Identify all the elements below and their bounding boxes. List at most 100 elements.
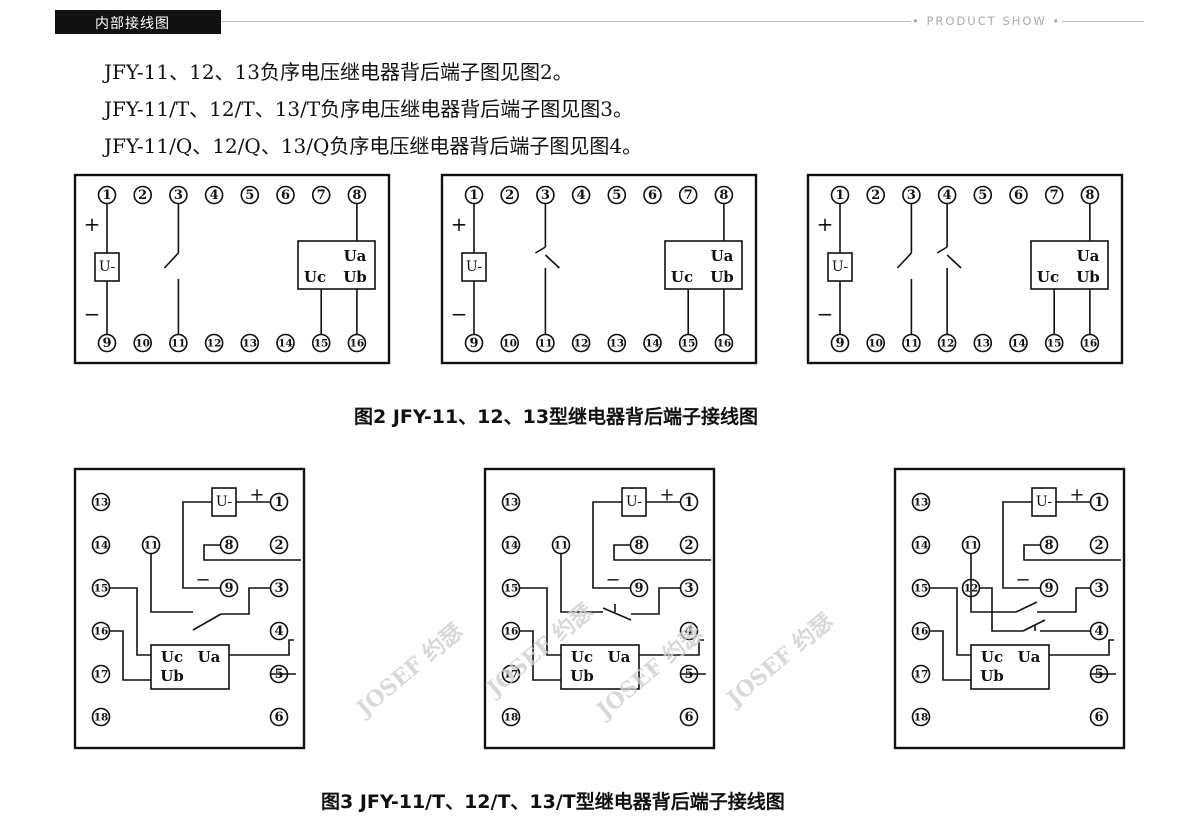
terminal-4-label: 4: [210, 188, 219, 203]
terminal-5-label: 5: [978, 188, 987, 203]
terminal-11-label: 11: [904, 338, 919, 350]
terminal-13-label: 13: [504, 497, 519, 509]
terminal-15-circle: [91, 578, 111, 598]
wire: [221, 587, 270, 615]
ub-label: Ub: [1076, 268, 1100, 286]
terminal-4-label: 4: [943, 188, 952, 203]
ub-label: Ub: [160, 667, 184, 685]
terminal-4-circle: [937, 185, 957, 205]
terminal-12-circle: [571, 333, 591, 353]
ub-label: Ub: [570, 667, 594, 685]
terminal-16-label: 16: [350, 338, 365, 350]
terminal-16-label: 16: [504, 626, 519, 638]
terminal-9-label: 9: [835, 336, 844, 351]
terminal-3-circle: [679, 578, 699, 598]
plus-sign: +: [817, 212, 834, 236]
terminal-10-label: 10: [135, 338, 150, 350]
terminal-9-circle: [830, 333, 850, 353]
terminal-8-circle: [629, 535, 649, 555]
terminal-8-circle: [219, 535, 239, 555]
terminal-17-label: 17: [504, 669, 519, 681]
fig2-panel-3-frame: [806, 173, 1124, 365]
terminal-16-label: 16: [717, 338, 732, 350]
terminal-5-circle: [240, 185, 260, 205]
terminal-13-label: 13: [94, 497, 109, 509]
terminal-3-circle: [902, 185, 921, 205]
wire: [110, 587, 151, 656]
wire: [560, 554, 603, 613]
terminal-11-circle: [551, 535, 571, 555]
terminal-10-label: 10: [868, 338, 883, 350]
terminal-14-circle: [911, 535, 931, 555]
figure-3-caption: 图3 JFY-11/T、12/T、13/T型继电器背后端子接线图: [321, 791, 785, 813]
header-divider-left: [221, 21, 911, 22]
terminal-16-circle: [911, 621, 931, 641]
terminal-10-circle: [133, 333, 152, 353]
terminal-11-label: 11: [538, 338, 553, 350]
terminal-17-circle: [501, 664, 521, 684]
terminal-7-circle: [678, 185, 698, 205]
terminal-4-circle: [679, 621, 699, 641]
terminal-15-circle: [311, 333, 331, 353]
terminal-16-circle: [1080, 333, 1100, 353]
terminal-14-circle: [276, 333, 295, 353]
terminal-11-circle: [169, 333, 188, 353]
terminal-16-label: 16: [914, 626, 929, 638]
terminal-8-label: 8: [634, 538, 643, 553]
terminal-18-label: 18: [914, 712, 929, 724]
minus-sign: −: [817, 302, 834, 326]
normally-closed-contact: [946, 254, 962, 269]
terminal-3-label: 3: [274, 581, 283, 596]
terminal-15-circle: [678, 333, 698, 353]
terminal-16-circle: [91, 621, 111, 641]
terminal-11-circle: [902, 333, 921, 353]
terminal-8-circle: [714, 185, 734, 205]
terminal-18-circle: [91, 707, 111, 727]
fig3-panel-3-frame: [893, 467, 1126, 750]
terminal-9-circle: [1039, 578, 1059, 598]
terminal-2-label: 2: [871, 188, 880, 203]
terminal-6-circle: [1089, 707, 1109, 727]
terminal-17-circle: [911, 664, 931, 684]
terminal-3-label: 3: [684, 581, 693, 596]
wire: [110, 630, 151, 681]
terminal-6-circle: [643, 185, 662, 205]
header-divider-right: [1062, 21, 1144, 22]
uc-label: Uc: [981, 648, 1003, 666]
terminal-17-circle: [91, 664, 111, 684]
terminal-17-label: 17: [914, 669, 929, 681]
ub-label: Ub: [710, 268, 734, 286]
minus-sign: −: [1015, 570, 1030, 591]
terminal-2-label: 2: [684, 538, 693, 553]
wire: [150, 554, 193, 613]
terminal-2-circle: [679, 535, 699, 555]
ub-label: Ub: [980, 667, 1004, 685]
terminal-13-circle: [501, 492, 521, 512]
ua-label: Ua: [198, 648, 221, 666]
terminal-3-circle: [1089, 578, 1109, 598]
terminal-3-label: 3: [541, 188, 550, 203]
terminal-1-label: 1: [469, 188, 478, 203]
terminal-14-circle: [91, 535, 111, 555]
terminal-14-label: 14: [278, 338, 293, 350]
terminal-6-label: 6: [684, 710, 693, 725]
voltage-box: [150, 644, 230, 690]
terminal-2-circle: [866, 185, 886, 205]
voltage-box: [1030, 240, 1109, 290]
terminal-3-circle: [536, 185, 555, 205]
terminal-14-label: 14: [504, 540, 519, 552]
terminal-5-circle: [973, 185, 993, 205]
terminal-11-label: 11: [144, 540, 159, 552]
terminal-6-circle: [269, 707, 289, 727]
terminal-3-label: 3: [1094, 581, 1103, 596]
voltage-box: [297, 240, 376, 290]
uc-label: Uc: [304, 268, 326, 286]
plus-sign: +: [659, 485, 674, 506]
terminal-14-label: 14: [645, 338, 660, 350]
terminal-15-label: 15: [94, 583, 109, 595]
terminal-10-label: 10: [502, 338, 517, 350]
terminal-2-circle: [133, 185, 152, 205]
terminal-15-label: 15: [914, 583, 929, 595]
wire: [229, 639, 294, 656]
terminal-6-circle: [276, 185, 295, 205]
